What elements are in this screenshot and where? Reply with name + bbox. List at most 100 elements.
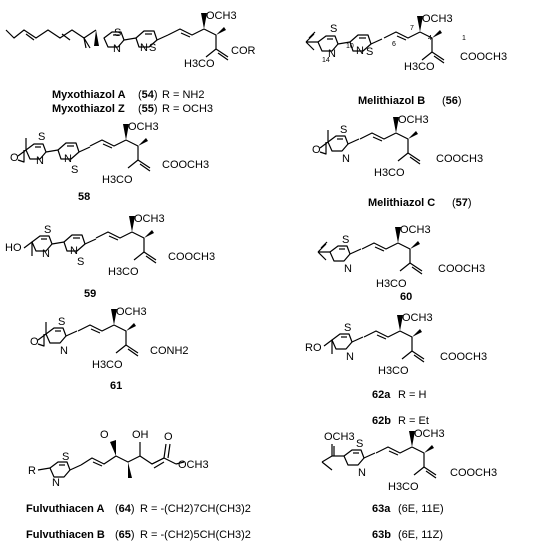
compound-58-label: 58 [78, 191, 90, 203]
fulvuthiacen-a-name: Fulvuthiacen A [26, 503, 104, 515]
c61-o: O [30, 336, 39, 348]
mel-b-s2: S [366, 46, 373, 58]
compound-59-label: 59 [84, 288, 96, 300]
compound-61-structure: O S N OCH3 H3CO CONH2 [30, 306, 189, 371]
ful-o: O [164, 431, 173, 443]
locant-10: 10 [346, 43, 354, 50]
myx-n2: N [140, 42, 148, 54]
mel-b-n1: N [328, 48, 336, 60]
c63-n: N [358, 467, 366, 479]
c62-cooch3: COOCH3 [440, 351, 487, 363]
melithiazol-c-number: (57) [452, 197, 472, 209]
locant-4: 4 [428, 35, 432, 42]
mel-c-h3co: H3CO [374, 167, 405, 179]
ful-n: N [52, 477, 60, 489]
c58-och3: OCH3 [128, 121, 159, 133]
compound-62-structure: RO S N OCH3 H3CO COOCH3 [305, 312, 487, 377]
c59-cooch3: COOCH3 [168, 251, 215, 263]
ful-r: R [28, 465, 36, 477]
compound-60-label: 60 [400, 291, 412, 303]
compound-59-structure: HO S N N S OCH3 H3CO COOCH3 [5, 213, 215, 278]
mel-c-s: S [340, 124, 347, 136]
c59-ho: HO [5, 242, 22, 254]
myxothiazol-structure: S N N S OCH3 H3CO COR [5, 10, 256, 70]
compound-61-label: 61 [110, 380, 122, 392]
fulvuthiacen-b-number: (65) [115, 529, 135, 541]
c60-n: N [344, 263, 352, 275]
compound-63a-number: 63a [372, 503, 391, 515]
compound-63-structure: OCH3 S N OCH3 H3CO COOCH3 [321, 428, 497, 493]
locant-6: 6 [392, 41, 396, 48]
c63-och3: OCH3 [414, 428, 445, 440]
c61-s: S [58, 316, 65, 328]
mel-c-o: O [312, 144, 321, 156]
mel-b-h3co: H3CO [404, 61, 435, 73]
c63-s: S [356, 438, 363, 450]
c58-n2: N [64, 153, 72, 165]
melithiazol-b-structure: S N N S OCH3 H3CO COOCH3 14 10 7 6 4 1 [305, 13, 507, 73]
fulvuthiacen-b-r: R = -(CH2)5CH(CH3)2 [140, 529, 251, 541]
compound-60-structure: S N OCH3 H3CO COOCH3 [317, 224, 485, 290]
c58-o: O [10, 152, 19, 164]
locant-1: 1 [462, 35, 466, 42]
c62-s: S [344, 322, 351, 334]
c59-n1: N [42, 248, 50, 260]
myxothiazol-z-number: (55) [138, 103, 158, 115]
mel-b-cooch3: COOCH3 [460, 51, 507, 63]
melithiazol-c-structure: O S N OCH3 H3CO COOCH3 [312, 114, 483, 179]
mel-b-n2: N [356, 45, 364, 57]
mel-b-s1: S [330, 23, 337, 35]
fulvuthiacen-a-number: (64) [115, 503, 135, 515]
mel-c-n: N [342, 153, 350, 165]
c62-meo: H3CO [378, 365, 409, 377]
c62-n: N [346, 351, 354, 363]
compound-62b-number: 62b [372, 415, 391, 427]
c60-meo: H3CO [376, 278, 407, 290]
c58-n1: N [36, 155, 44, 167]
mel-b-och3: OCH3 [422, 13, 453, 25]
c62-och3: OCH3 [402, 312, 433, 324]
myx-n1: N [113, 43, 121, 55]
compound-63b-config: (6E, 11Z) [398, 529, 443, 541]
compound-58-structure: O S N N S OCH3 H3CO COOCH3 [10, 121, 209, 186]
c59-meo: H3CO [108, 266, 139, 278]
c60-s: S [342, 234, 349, 246]
c60-och3: OCH3 [400, 224, 431, 236]
c60-cooch3: COOCH3 [438, 263, 485, 275]
c62-ro: RO [305, 342, 322, 354]
locant-7: 7 [410, 25, 414, 32]
myx-cor: COR [231, 45, 256, 57]
fulvuthiacen-structure: R S N O OH O OCH3 [28, 429, 209, 489]
myx-och3: OCH3 [206, 10, 237, 22]
c61-n: N [60, 345, 68, 357]
c63-cooch3: COOCH3 [450, 467, 497, 479]
compound-63b-number: 63b [372, 529, 391, 541]
myx-h3co: H3CO [184, 58, 215, 70]
c58-s1: S [38, 131, 45, 143]
c61-conh2: CONH2 [150, 345, 189, 357]
c59-och3: OCH3 [134, 213, 165, 225]
c58-cooch3: COOCH3 [162, 159, 209, 171]
fulvuthiacen-a-r: R = -(CH2)7CH(CH3)2 [140, 503, 251, 515]
c59-s2: S [77, 256, 84, 268]
c58-s2: S [71, 164, 78, 176]
melithiazol-b-number: (56) [442, 95, 462, 107]
compound-63a-config: (6E, 11E) [398, 503, 444, 515]
melithiazol-b-name: Melithiazol B [358, 95, 425, 107]
myx-s1: S [114, 27, 121, 39]
myxothiazol-a-r: R = NH2 [162, 89, 205, 101]
myxothiazol-a-number: (54) [138, 89, 158, 101]
compound-62a-r: R = H [398, 389, 426, 401]
myxothiazol-z-r: R = OCH3 [162, 103, 213, 115]
c63-h3co: H3CO [388, 481, 419, 493]
myx-s2: S [149, 42, 156, 54]
c59-s1: S [44, 224, 51, 236]
c63-och3-oxime: OCH3 [324, 431, 355, 443]
c61-meo: H3CO [92, 359, 123, 371]
ful-s: S [62, 451, 69, 463]
compound-62a-number: 62a [372, 389, 391, 401]
c58-meo: H3CO [102, 174, 133, 186]
melithiazol-c-name: Melithiazol C [368, 197, 435, 209]
ful-oh: OH [132, 429, 149, 441]
